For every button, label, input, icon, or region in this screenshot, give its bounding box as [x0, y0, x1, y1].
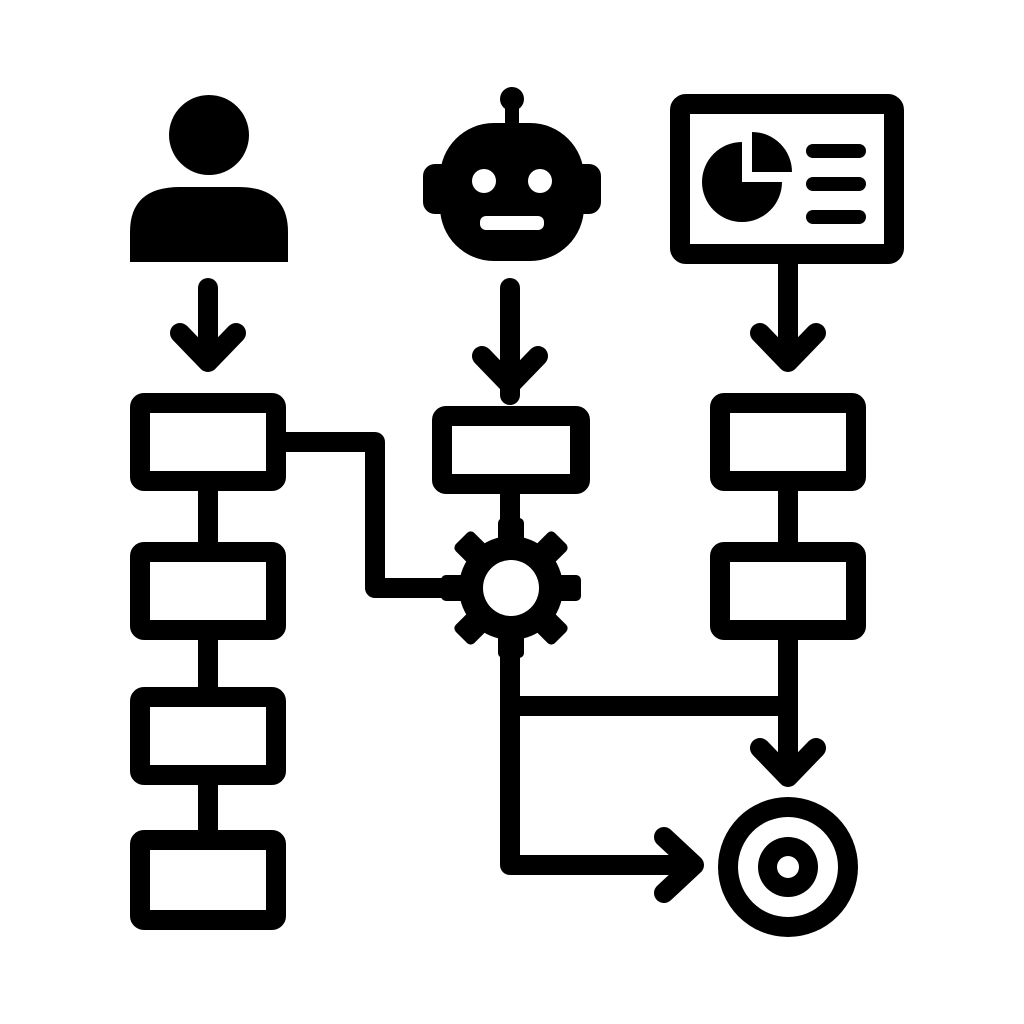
step-box [130, 830, 286, 930]
pie-chart-icon [702, 132, 792, 222]
step-box [130, 393, 286, 491]
target-icon [718, 797, 858, 937]
gear-icon [441, 518, 581, 658]
column-1-steps [130, 393, 286, 930]
list-lines-icon [806, 144, 866, 224]
connector-col1-to-gear [275, 432, 460, 598]
arrow-down-icon [750, 250, 826, 372]
person-icon [130, 95, 288, 262]
connectors [198, 432, 798, 875]
step-box [130, 542, 286, 640]
column-3-steps [710, 393, 866, 640]
robot-icon [423, 87, 601, 261]
arrow-right-icon [654, 827, 704, 903]
step-box [130, 687, 286, 785]
step-box [432, 406, 590, 494]
step-box [710, 542, 866, 640]
arrow-down-icon [750, 738, 826, 787]
step-box [710, 393, 866, 491]
arrow-down-icon [472, 278, 548, 405]
dashboard-chart-icon [670, 94, 904, 264]
arrows [170, 250, 826, 903]
arrow-down-icon [170, 278, 246, 372]
column-2-steps [432, 406, 590, 494]
connector-gear-to-target [500, 640, 700, 875]
